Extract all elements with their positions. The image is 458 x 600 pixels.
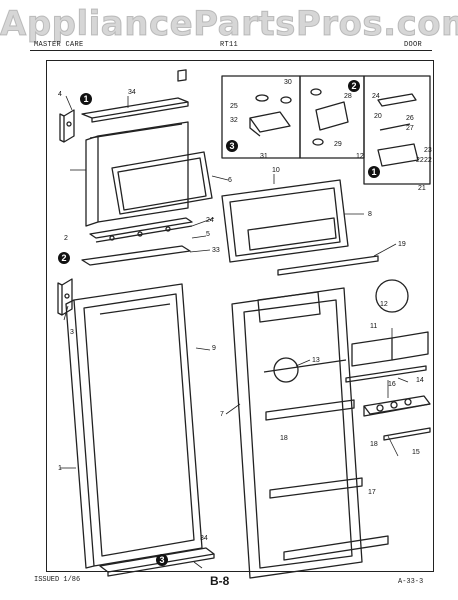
callout-18: 18 (280, 435, 288, 442)
page-number: B-8 (210, 574, 230, 588)
callout-13: 13 (312, 357, 320, 364)
detail-marker-1-box: 1 (368, 166, 380, 178)
detail-marker-2: 2 (58, 252, 70, 264)
callout-12: 12 (380, 301, 388, 308)
freezer-door-liner (111, 151, 213, 215)
callout-8: 8 (368, 211, 372, 218)
callout-4: 4 (58, 91, 62, 98)
callout-24: 24 (206, 217, 214, 224)
svg-text:2: 2 (351, 81, 356, 91)
watermark: AppliancePartsPros.com (0, 4, 458, 45)
callout-7: 7 (220, 411, 224, 418)
door-trim-top (81, 69, 189, 123)
header-model: RT11 (220, 41, 239, 49)
callout-29: 29 (334, 141, 342, 148)
callout-26: 26 (406, 115, 414, 122)
detail-marker-1: 1 (80, 93, 92, 105)
hinge-assembly-parts (249, 88, 419, 167)
detail-magnifier (273, 357, 299, 383)
egg-tray (363, 395, 431, 441)
detail-box-1 (363, 75, 431, 185)
callout-28: 28 (344, 93, 352, 100)
callout-34: 34 (200, 535, 208, 542)
callout-15: 15 (412, 449, 420, 456)
callout-20: 20 (374, 113, 382, 120)
callout-17: 17 (368, 489, 376, 496)
freezer-door-rails (81, 217, 193, 266)
callout-14: 14 (416, 377, 424, 384)
detail-circle-12 (375, 279, 409, 313)
callout-32: 32 (230, 117, 238, 124)
callout-10: 10 (272, 167, 280, 174)
door-trim-bottom (99, 547, 215, 577)
header-section: DOOR (404, 41, 423, 49)
issued-date: ISSUED 1/86 (34, 576, 81, 584)
callout-27: 27 (406, 125, 414, 132)
callout-23: 23 (424, 147, 432, 154)
door-shelves (265, 399, 389, 561)
callout-22: 22 (424, 157, 432, 164)
fresh-food-inner-liner (231, 287, 363, 579)
callout-21: 21 (418, 185, 426, 192)
header-brand: MASTER CARE (34, 41, 84, 49)
callout-30: 30 (284, 79, 292, 86)
callout-9: 9 (212, 345, 216, 352)
svg-text:1: 1 (83, 94, 88, 104)
callout-25: 25 (230, 103, 238, 110)
callout-16: 16 (388, 381, 396, 388)
callout-1: 1 (58, 465, 62, 472)
fresh-food-door (65, 283, 203, 569)
callout-5: 5 (206, 231, 210, 238)
svg-text:3: 3 (229, 141, 234, 151)
detail-marker-3-box: 3 (226, 140, 238, 152)
drawing-code: A-33-3 (398, 578, 424, 586)
callout-2: 2 (64, 235, 68, 242)
callout-12: 12 (356, 153, 364, 160)
svg-text:2: 2 (61, 253, 66, 263)
header-rule (30, 50, 432, 51)
diagram-frame (46, 60, 434, 572)
callout-6: 6 (228, 177, 232, 184)
butter-compartment (345, 331, 429, 383)
callout-22: 22 (416, 157, 424, 164)
callout-11: 11 (370, 323, 377, 330)
hinge-bracket-top (59, 109, 75, 143)
callout-31: 31 (260, 153, 268, 160)
detail-marker-3: 3 (156, 554, 168, 566)
freezer-shelf (277, 255, 379, 276)
svg-text:1: 1 (371, 167, 376, 177)
detail-marker-2-box: 2 (348, 80, 360, 92)
callout-19: 19 (398, 241, 406, 248)
freezer-inner-liner (221, 179, 349, 263)
svg-text:3: 3 (159, 555, 164, 565)
callout-18: 18 (370, 441, 378, 448)
callout-34: 34 (128, 89, 136, 96)
callout-3: 3 (70, 329, 74, 336)
hinge-bracket-middle (57, 278, 73, 316)
callout-33: 33 (212, 247, 220, 254)
freezer-door (85, 121, 189, 227)
callout-24: 24 (372, 93, 380, 100)
